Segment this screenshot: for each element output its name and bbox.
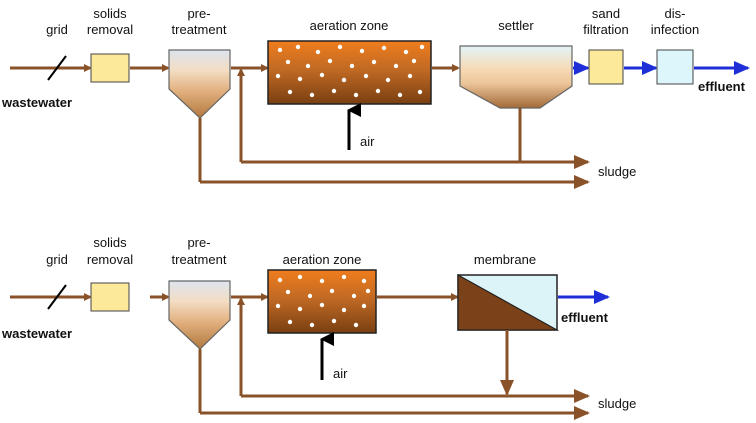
top-pre-label-2: treatment: [172, 22, 227, 37]
bottom-effluent-label: effluent: [561, 310, 609, 325]
top-aeration-tank: [267, 40, 432, 105]
bottom-grid-symbol: [47, 284, 67, 310]
bottom-pre-label-2: treatment: [172, 252, 227, 267]
top-disinfection-box: [656, 49, 694, 85]
top-settler-tank: [459, 45, 573, 109]
bottom-process: grid wastewater solids removal pre- trea…: [1, 235, 636, 420]
bottom-membrane-unit: [457, 273, 560, 331]
top-pretreatment-tank: [168, 49, 231, 119]
top-process: grid wastewater solids removal pre- trea…: [1, 6, 750, 189]
top-sand-filtration-box: [588, 49, 624, 85]
bottom-air-label: air: [333, 366, 348, 381]
top-wastewater-label: wastewater: [1, 95, 72, 110]
bottom-pre-label-1: pre-: [187, 235, 210, 250]
top-aeration-label: aeration zone: [310, 18, 389, 33]
top-effluent-label: effluent: [698, 79, 746, 94]
top-air-label: air: [360, 134, 375, 149]
top-grid-symbol: [47, 55, 67, 81]
bottom-aeration-bubbles: [275, 274, 371, 328]
top-sand-label-2: filtration: [583, 22, 629, 37]
bottom-aeration-label: aeration zone: [283, 252, 362, 267]
top-grid-label: grid: [46, 22, 68, 37]
bottom-pretreatment-tank: [168, 280, 231, 350]
top-sand-label-1: sand: [592, 6, 620, 21]
top-solids-label-2: removal: [87, 22, 133, 37]
top-pre-label-1: pre-: [187, 6, 210, 21]
bottom-solids-label-1: solids: [93, 235, 127, 250]
bottom-wastewater-label: wastewater: [1, 326, 72, 341]
bottom-solids-label-2: removal: [87, 252, 133, 267]
bottom-membrane-label: membrane: [474, 252, 536, 267]
top-settler-label: settler: [498, 18, 534, 33]
top-sludge-label: sludge: [598, 164, 636, 179]
top-solids-label-1: solids: [93, 6, 127, 21]
top-aeration-bubbles: [275, 44, 425, 98]
bottom-grid-label: grid: [46, 252, 68, 267]
top-dis-label-2: infection: [651, 22, 699, 37]
top-solids-removal-box: [90, 53, 130, 83]
bottom-solids-removal-box: [90, 282, 130, 312]
top-dis-label-1: dis-: [665, 6, 686, 21]
bottom-sludge-label: sludge: [598, 396, 636, 411]
